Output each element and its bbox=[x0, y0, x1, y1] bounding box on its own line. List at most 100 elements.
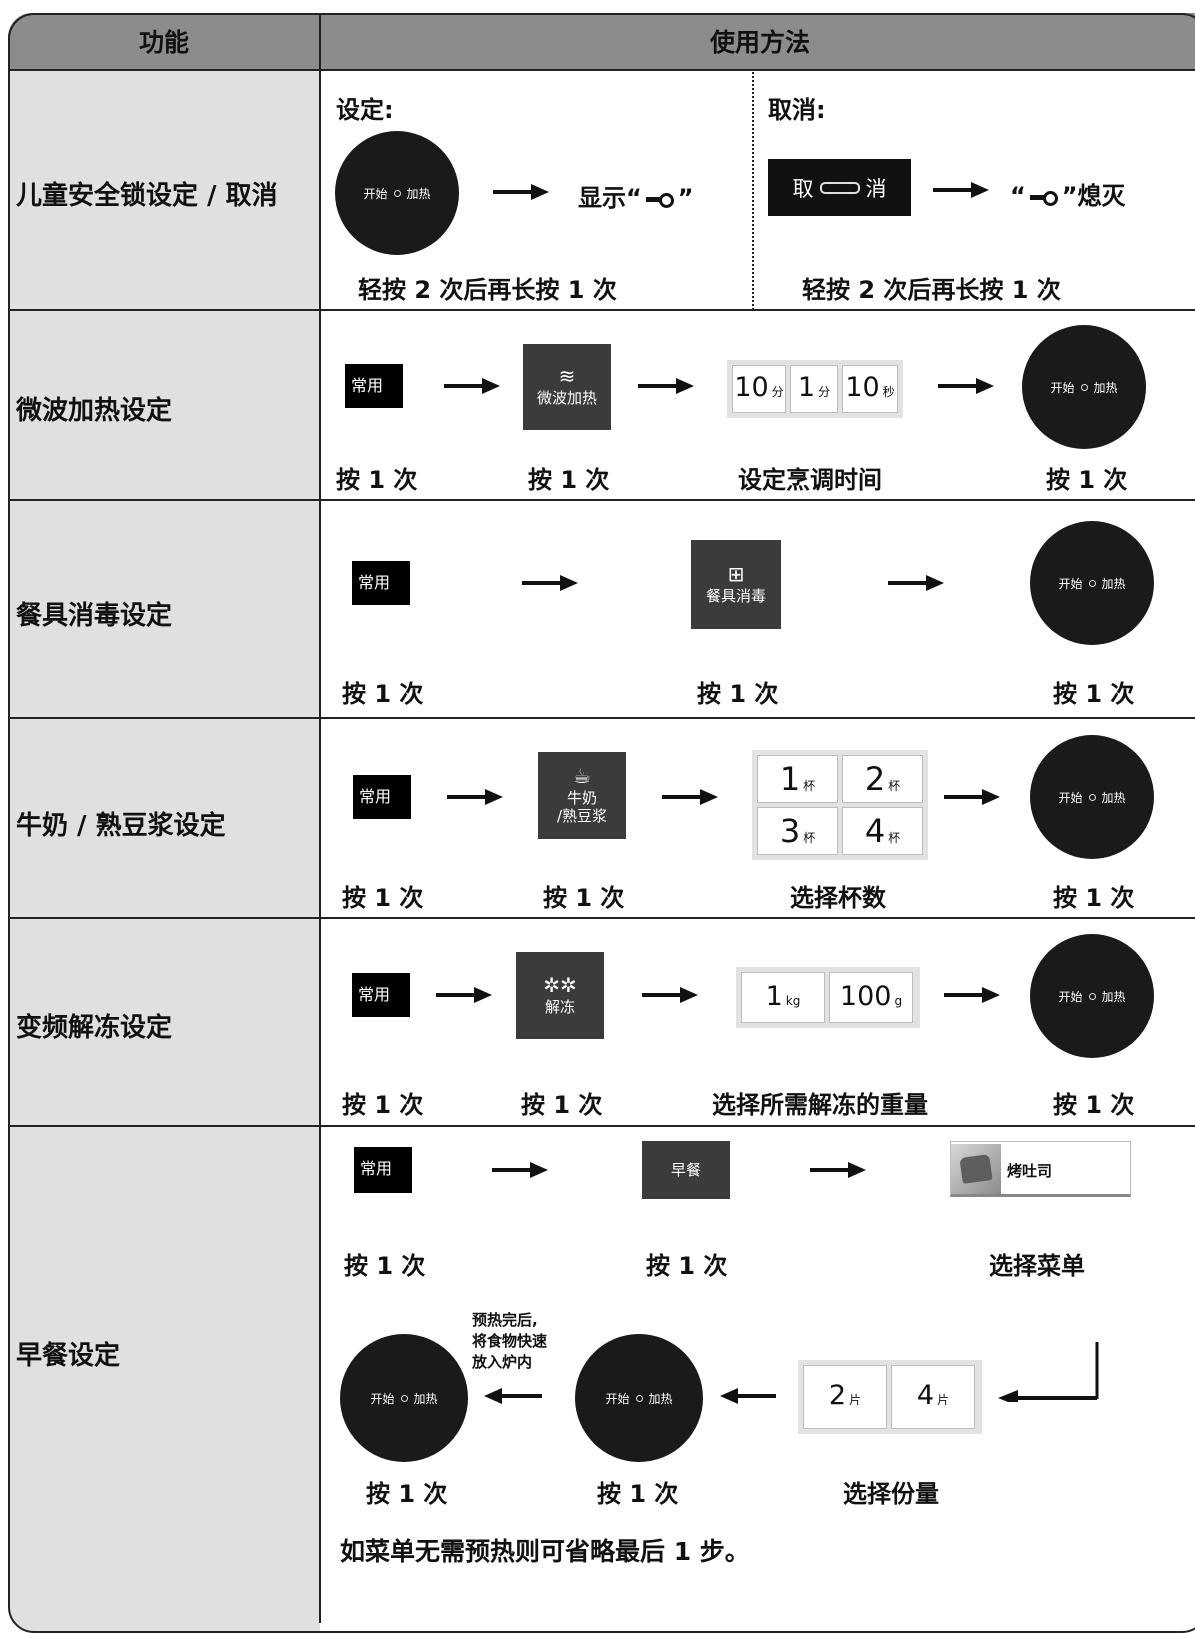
defrost-caption-2: 按 1 次 bbox=[521, 1091, 603, 1119]
return-arrow-icon bbox=[998, 1342, 1099, 1402]
arrow-right-icon bbox=[944, 789, 1000, 805]
row-label-sterilize: 餐具消毒设定 bbox=[16, 601, 173, 631]
microwave-caption-4: 按 1 次 bbox=[1046, 466, 1128, 494]
dashed-divider bbox=[752, 72, 754, 310]
microwave-caption-1: 按 1 次 bbox=[336, 466, 418, 494]
toast-image bbox=[951, 1144, 1001, 1194]
row-divider bbox=[8, 1125, 1195, 1127]
defrost-caption-3: 选择所需解冻的重量 bbox=[712, 1091, 928, 1119]
childlock-cancel-caption: 轻按 2 次后再长按 1 次 bbox=[802, 276, 1061, 304]
arrow-right-icon bbox=[944, 987, 1000, 1003]
arrow-right-icon bbox=[642, 987, 698, 1003]
row-label-microwave: 微波加热设定 bbox=[16, 396, 173, 426]
row-divider bbox=[8, 309, 1195, 311]
breakfast-caption-top-1: 按 1 次 bbox=[344, 1252, 426, 1280]
microwave-button[interactable]: ≋微波加热 bbox=[523, 344, 611, 430]
breakfast-caption-top-3: 选择菜单 bbox=[989, 1252, 1085, 1280]
row-label-breakfast: 早餐设定 bbox=[16, 1341, 121, 1371]
breakfast-caption-top-2: 按 1 次 bbox=[646, 1252, 728, 1280]
microwave-icon: ≋ bbox=[558, 364, 576, 388]
sterilize-caption-2: 按 1 次 bbox=[697, 680, 779, 708]
header-col-function: 功能 bbox=[8, 13, 320, 71]
menu-item-toast[interactable]: 烤吐司 bbox=[950, 1141, 1131, 1197]
row-label-defrost: 变频解冻设定 bbox=[16, 1013, 173, 1043]
childlock-cancel-result: “”熄灭 bbox=[1010, 182, 1126, 210]
arrow-right-icon bbox=[493, 184, 549, 200]
childlock-set-title: 设定: bbox=[336, 96, 394, 124]
arrow-right-icon bbox=[888, 575, 944, 591]
defrost-caption-4: 按 1 次 bbox=[1053, 1091, 1135, 1119]
arrow-right-icon bbox=[662, 789, 718, 805]
row-divider bbox=[8, 717, 1195, 719]
start-heat-button[interactable]: 开始加热 bbox=[1030, 735, 1154, 859]
key-icon bbox=[645, 193, 674, 208]
childlock-set-caption: 轻按 2 次后再长按 1 次 bbox=[358, 276, 617, 304]
row-divider bbox=[8, 499, 1195, 501]
function-column bbox=[8, 71, 320, 1631]
row-label-childlock: 儿童安全锁设定 / 取消 bbox=[16, 181, 278, 211]
milk-caption-3: 选择杯数 bbox=[790, 884, 886, 912]
breakfast-caption-bottom-3: 选择份量 bbox=[843, 1480, 939, 1508]
milk-button[interactable]: ☕牛奶/熟豆浆 bbox=[538, 752, 626, 839]
ice-icon: ✲✲ bbox=[543, 972, 577, 997]
breakfast-caption-bottom-1: 按 1 次 bbox=[366, 1480, 448, 1508]
breakfast-button[interactable]: 早餐 bbox=[642, 1141, 730, 1199]
arrow-right-icon bbox=[447, 789, 503, 805]
milk-caption-4: 按 1 次 bbox=[1053, 884, 1135, 912]
common-button[interactable]: 常用 bbox=[345, 364, 403, 408]
common-button[interactable]: 常用 bbox=[354, 1147, 412, 1193]
key-icon bbox=[1029, 191, 1058, 206]
common-button[interactable]: 常用 bbox=[353, 775, 411, 819]
slider-icon bbox=[819, 181, 860, 194]
header-col-usage: 使用方法 bbox=[320, 13, 1195, 71]
defrost-button[interactable]: ✲✲解冻 bbox=[516, 952, 604, 1039]
header-function-label: 功能 bbox=[138, 28, 189, 57]
cup-icon: ☕ bbox=[573, 763, 591, 788]
start-heat-button[interactable]: 开始加热 bbox=[340, 1334, 468, 1462]
arrow-right-icon bbox=[938, 378, 994, 394]
arrow-right-icon bbox=[638, 378, 694, 394]
header-usage-label: 使用方法 bbox=[709, 28, 810, 57]
arrow-right-icon bbox=[492, 1162, 548, 1178]
defrost-caption-1: 按 1 次 bbox=[342, 1091, 424, 1119]
breakfast-footnote: 如菜单无需预热则可省略最后 1 步。 bbox=[340, 1537, 750, 1566]
arrow-right-icon bbox=[444, 378, 500, 394]
arrow-right-icon bbox=[436, 987, 492, 1003]
arrow-right-icon bbox=[522, 575, 578, 591]
cancel-button[interactable]: 取消 bbox=[768, 159, 911, 216]
start-heat-button[interactable]: 开始加热 bbox=[1030, 934, 1154, 1058]
arrow-right-icon bbox=[810, 1162, 866, 1178]
milk-caption-1: 按 1 次 bbox=[342, 884, 424, 912]
start-heat-button[interactable]: 开始加热 bbox=[1030, 521, 1154, 645]
start-heat-button[interactable]: 开始加热 bbox=[575, 1334, 703, 1462]
column-divider bbox=[319, 13, 321, 1623]
row-divider bbox=[8, 917, 1195, 919]
microwave-caption-2: 按 1 次 bbox=[528, 466, 610, 494]
arrow-left-icon bbox=[720, 1388, 776, 1404]
start-heat-button[interactable]: 开始加热 bbox=[1022, 325, 1146, 449]
menu-item-label: 烤吐司 bbox=[1007, 1162, 1053, 1180]
common-button[interactable]: 常用 bbox=[352, 561, 410, 605]
sterilize-button[interactable]: ⊞餐具消毒 bbox=[691, 540, 781, 629]
common-button[interactable]: 常用 bbox=[352, 973, 410, 1017]
milk-caption-2: 按 1 次 bbox=[543, 884, 625, 912]
row-label-milk: 牛奶 / 熟豆浆设定 bbox=[16, 811, 226, 841]
microwave-caption-3: 设定烹调时间 bbox=[738, 466, 882, 494]
childlock-cancel-title: 取消: bbox=[768, 96, 826, 124]
start-heat-button[interactable]: 开始加热 bbox=[335, 131, 459, 255]
